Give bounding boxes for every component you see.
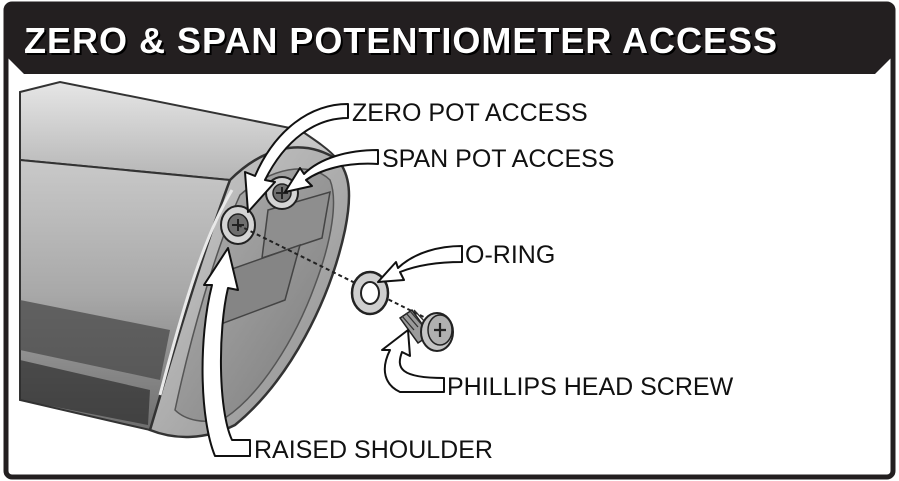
- span-pot-arrow: [284, 149, 379, 193]
- zero-pot-arrow: [244, 103, 349, 213]
- screw-label: PHILLIPS HEAD SCREW: [447, 373, 734, 401]
- span-pot-label: SPAN POT ACCESS: [382, 145, 614, 173]
- title-banner: ZERO & SPAN POTENTIOMETER ACCESS ZERO & …: [8, 6, 891, 74]
- assembly-line: [237, 224, 441, 326]
- page-title: ZERO & SPAN POTENTIOMETER ACCESS: [24, 20, 778, 61]
- screw-arrow: [381, 329, 445, 393]
- phillips-screw-part: [398, 308, 454, 352]
- housing-illustration: [19, 80, 351, 439]
- o-ring-arrow: [377, 245, 463, 283]
- page-title-shadow: ZERO & SPAN POTENTIOMETER ACCESS: [26, 22, 780, 63]
- shoulder-arrow: [201, 247, 251, 457]
- zero-pot-label: ZERO POT ACCESS: [352, 99, 588, 127]
- shoulder-label: RAISED SHOULDER: [254, 436, 493, 464]
- callout-arrows: [201, 103, 463, 457]
- o-ring-label: O-RING: [465, 241, 555, 269]
